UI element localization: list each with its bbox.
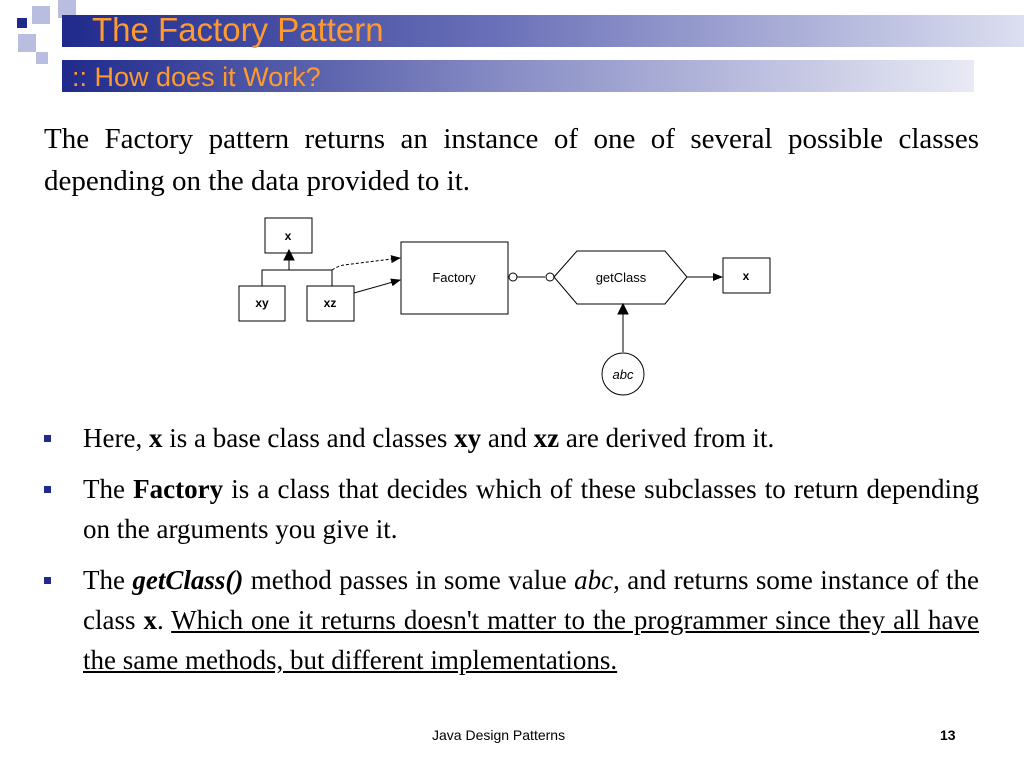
text-run: The <box>83 474 134 504</box>
bullet-marker <box>44 435 51 442</box>
text-run: is a class that decides which of these s… <box>83 474 980 544</box>
bullet-item-3: The getClass() method passes in some val… <box>44 560 979 680</box>
text-run: method passes in some value <box>243 565 575 595</box>
bold-term-factory: Factory <box>133 474 224 504</box>
subclass-xz-box <box>306 285 355 322</box>
bullet-list: Here, x is a base class and classes xy a… <box>44 418 979 691</box>
subclass-xz-label: xz <box>324 296 337 310</box>
bold-term-x: x <box>148 423 163 453</box>
text-run: is a base class and classes <box>162 423 455 453</box>
text-run: Here, <box>83 423 149 453</box>
bullet-item-2: The Factory is a class that decides whic… <box>44 469 979 549</box>
corner-square-lavender-2 <box>58 0 76 18</box>
base-class-label: x <box>285 229 292 243</box>
text-run: are derived from it. <box>559 423 775 453</box>
corner-square-lavender-3 <box>18 34 36 52</box>
factory-diagram: x xy xz Factory getClass x abc <box>238 217 771 396</box>
bullet-marker <box>44 486 51 493</box>
corner-square-navy-1 <box>17 18 27 28</box>
page-number: 13 <box>940 727 956 743</box>
returned-class-box <box>722 257 771 294</box>
text-run: and <box>481 423 534 453</box>
factory-label: Factory <box>432 270 476 285</box>
method-label: getClass <box>596 270 647 285</box>
bullet-marker <box>44 577 51 584</box>
slide-subtitle: :: How does it Work? <box>72 62 321 92</box>
argument-arrowhead <box>617 302 629 315</box>
inheritance-arrowhead <box>283 248 295 261</box>
bullet-item-1: Here, x is a base class and classes xy a… <box>44 418 979 458</box>
factory-box <box>400 241 509 315</box>
intro-paragraph: The Factory pattern returns an instance … <box>44 123 979 197</box>
underlined-statement: Which one it returns doesn't matter to t… <box>83 605 980 675</box>
italic-term-abc: abc <box>574 565 614 595</box>
corner-square-lavender-4 <box>36 52 48 64</box>
factory-port-circle <box>508 272 518 282</box>
bold-italic-term-getclass: getClass() <box>132 565 244 595</box>
text-run: The <box>83 565 133 595</box>
title-bar <box>62 15 1024 47</box>
subclass-xy-label: xy <box>255 296 269 310</box>
dashed-arrow-xy <box>331 255 401 271</box>
inheritance-lines <box>261 256 333 286</box>
bold-term-x: x <box>143 605 157 635</box>
footer-title: Java Design Patterns <box>432 727 566 743</box>
bold-term-xz: xz <box>533 423 560 453</box>
dashed-arrow-xz <box>353 278 401 294</box>
returned-class-label: x <box>743 269 750 283</box>
subtitle-bar <box>62 60 974 92</box>
argument-label: abc <box>613 367 634 382</box>
text-run: , and returns some instance of the class <box>83 565 979 635</box>
slide-title: The Factory Pattern <box>92 11 384 48</box>
text-run: . <box>156 605 172 635</box>
corner-square-lavender-1 <box>32 6 50 24</box>
argument-circle <box>601 352 645 396</box>
bold-term-xy: xy <box>454 423 482 453</box>
method-port-circle <box>545 272 555 282</box>
